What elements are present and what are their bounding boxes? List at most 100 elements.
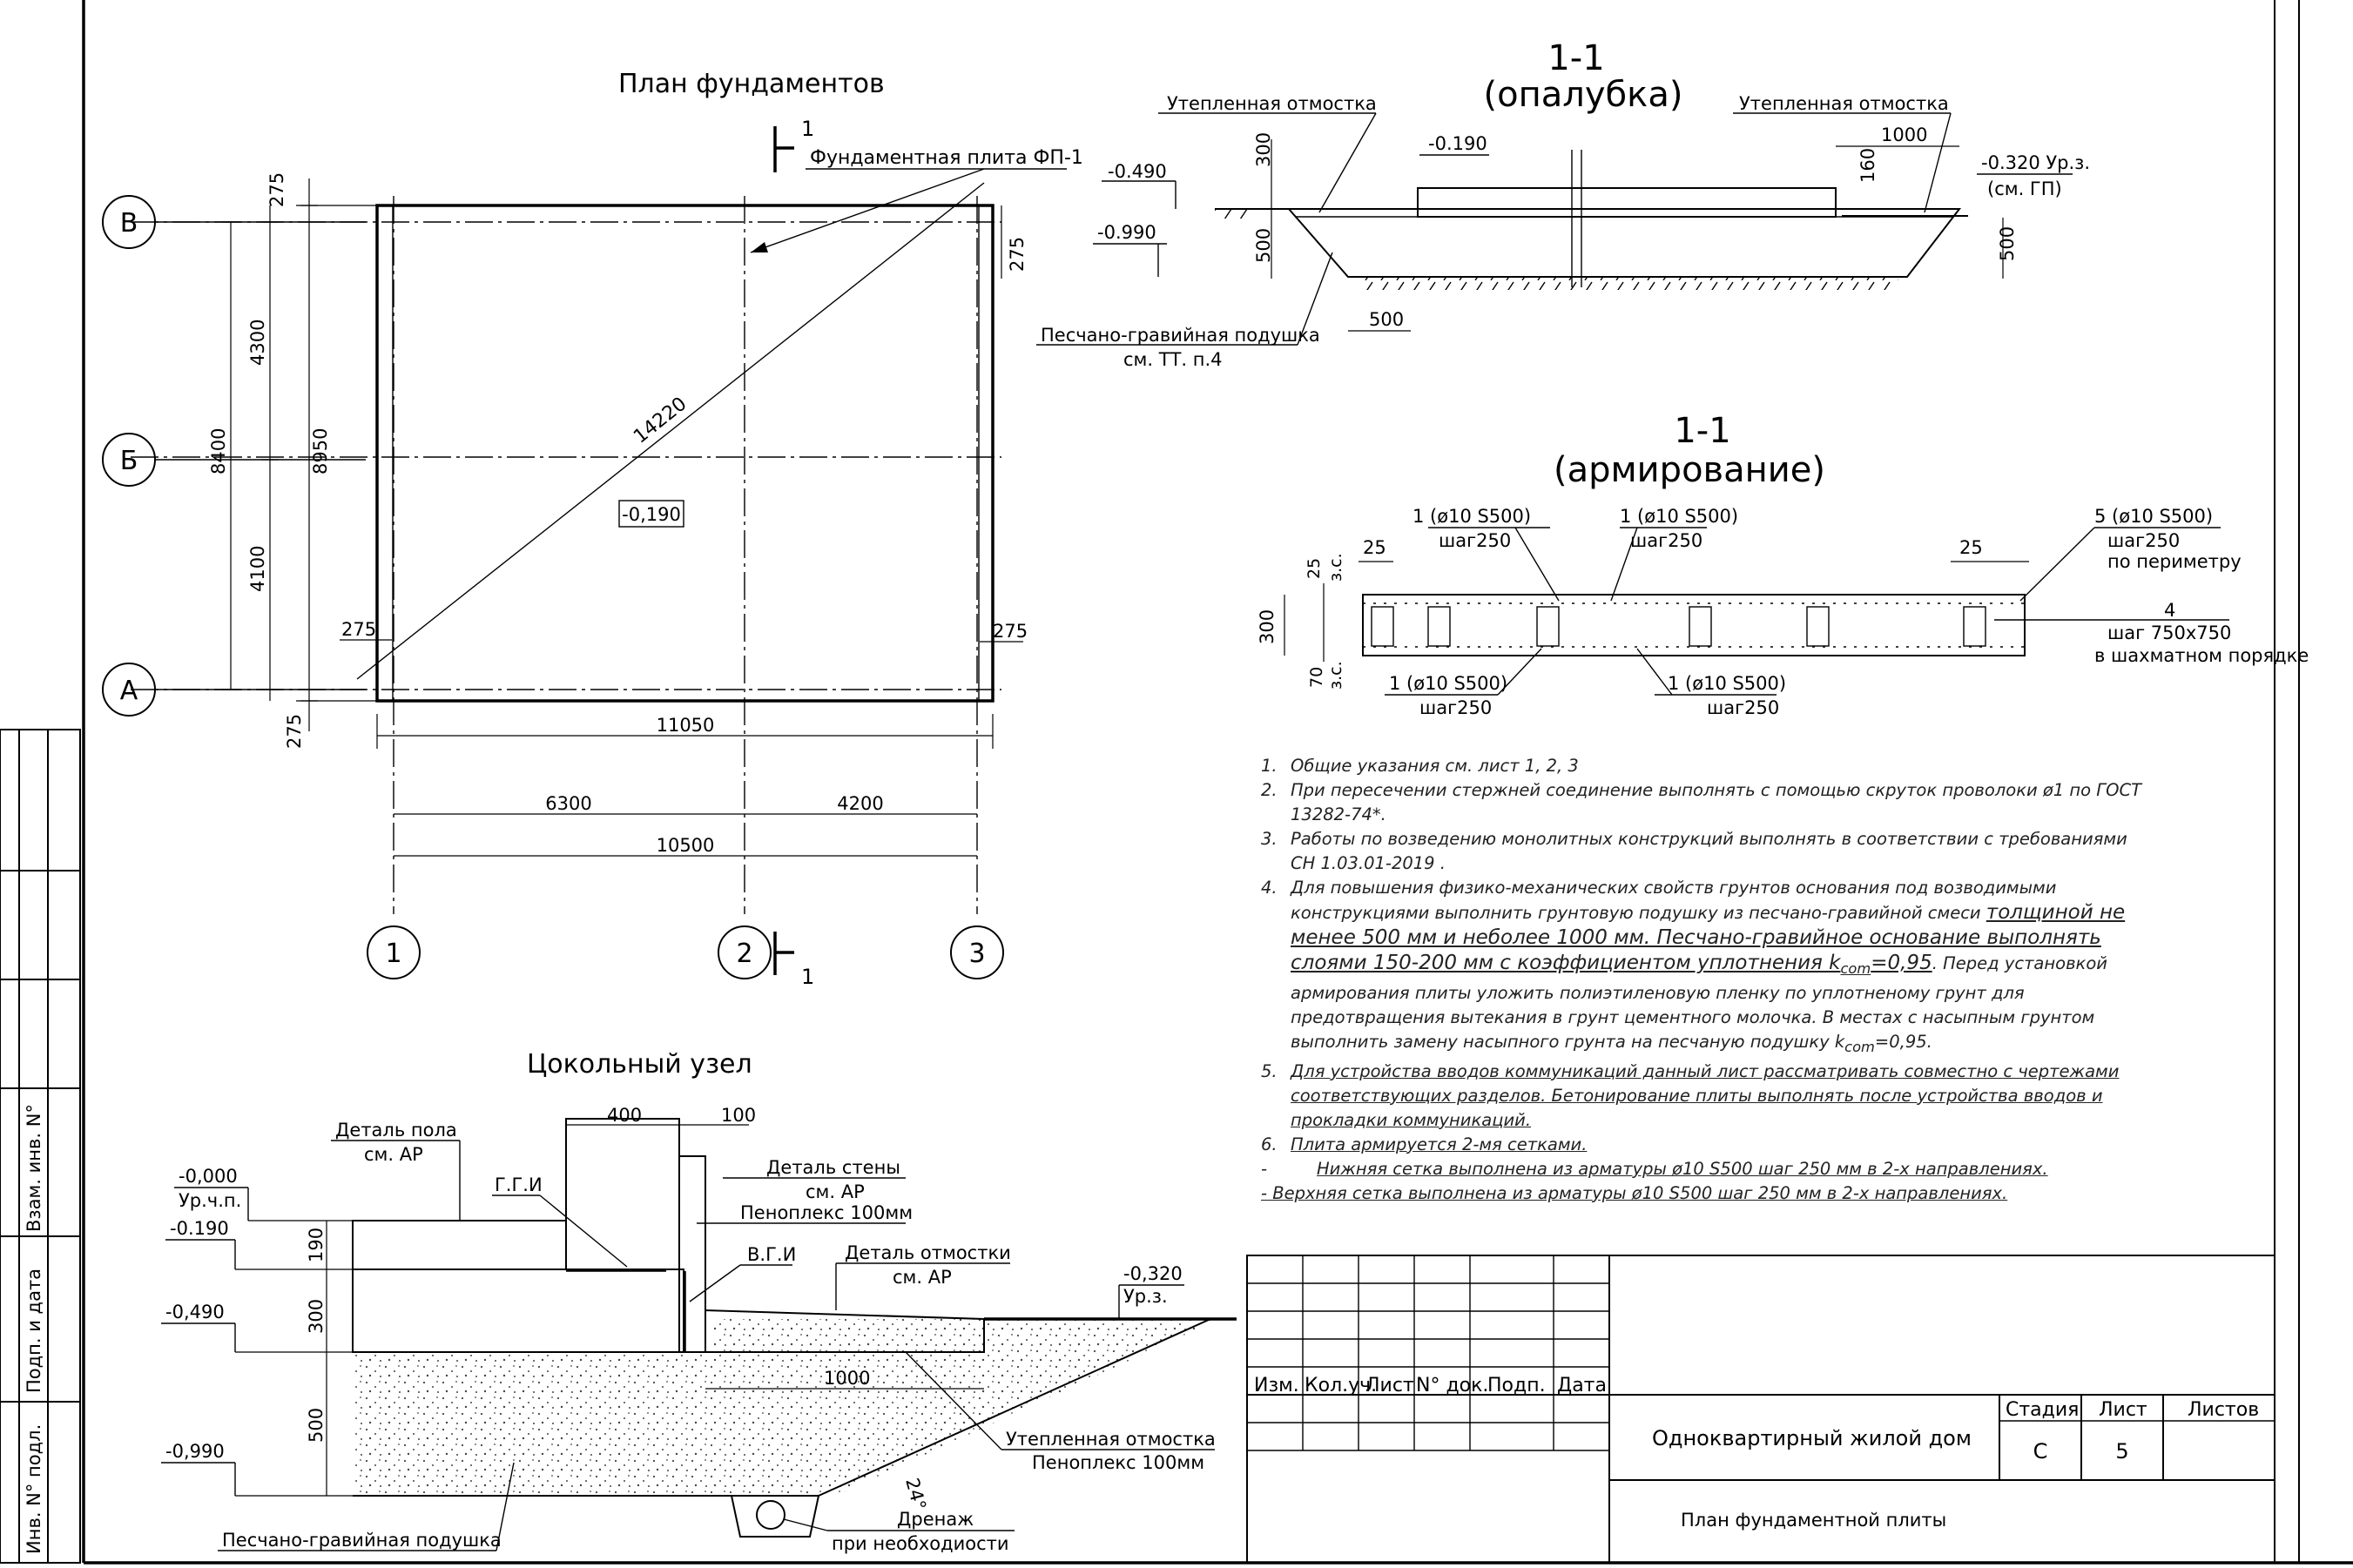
plinth-wall-insulation [678, 1155, 706, 1353]
rebar-f-step: шаг250 [1707, 697, 1779, 718]
note-8: - Верхняя сетка выполнена из арматуры ø1… [1261, 1182, 2008, 1203]
section1-title-sub: (опалубка) [1484, 75, 1683, 115]
drain-label: Дренаж [897, 1509, 974, 1530]
ggi-label: Г.Г.И [495, 1174, 543, 1195]
rebar-f: 1 (ø10 S500) [1668, 673, 1786, 694]
plinth-dim-300: 300 [306, 1299, 327, 1334]
axis-label-2: 2 [736, 939, 752, 969]
plinth-lvl-m0990: -0,990 [165, 1441, 225, 1462]
rebar-a: 1 (ø10 S500) [1412, 506, 1531, 527]
diagonal-value: 14220 [630, 393, 691, 448]
section2-frames [1371, 606, 1986, 647]
plinth-wall [565, 1118, 680, 1270]
plinth-title: Цокольный узел [527, 1049, 752, 1080]
plinth-dim-500: 500 [306, 1408, 327, 1443]
section2-slab [1362, 594, 2026, 656]
stage-header: Стадия [2006, 1399, 2079, 1421]
note-2: 2.При пересечении стержней соединение вы… [1261, 780, 2142, 824]
axis-bubble-1 [367, 925, 421, 979]
plinth-lvl-ur4p: Ур.ч.п. [179, 1190, 241, 1211]
section1-lvl-gp: (см. ГП) [1987, 178, 2062, 199]
section-formwork: 1-1 (опалубка) Утепленная отмостка Утепл… [1036, 38, 2090, 370]
note-4: 4.Для повышения физико-механических свой… [1261, 878, 2126, 1055]
otm-ref: см. АР [893, 1267, 952, 1288]
side-stamp: Взам. инв. N° Подп. и дата Инв. N° подл. [0, 729, 81, 1564]
dim-275-bottom: 275 [284, 714, 305, 749]
insul-otm-mat: Пеноплекс 100мм [1032, 1452, 1204, 1473]
side-inv: Инв. N° подл. [24, 1424, 44, 1554]
insul-otm-label: Утепленная отмостка [1006, 1429, 1216, 1450]
axis-label-v: В [120, 208, 138, 239]
stage-value: С [2033, 1439, 2048, 1464]
section1-insul-left: Утепленная отмостка [1167, 93, 1377, 114]
rebar-d-step: шаг 750х750 [2107, 622, 2231, 643]
plinth-cushion-label: Песчано-гравийная подушка [222, 1530, 502, 1551]
axis-label-1: 1 [385, 939, 401, 969]
section1-title-num: 1-1 [1547, 38, 1604, 78]
col-izm: Изм. [1254, 1375, 1299, 1396]
rebar-e: 1 (ø10 S500) [1389, 673, 1507, 694]
section1-lvl-m0990: -0.990 [1097, 222, 1156, 243]
rebar-a-step: шаг250 [1439, 530, 1511, 551]
listov-header: Листов [2188, 1399, 2259, 1421]
plan-left-dimensions: 8400 4300 4100 8950 275 275 [208, 172, 379, 749]
plinth-lvl-m0190: -0.190 [170, 1218, 229, 1239]
axis-label-3: 3 [968, 939, 985, 969]
plinth-slab [352, 1269, 684, 1353]
rebar-b-step: шаг250 [1630, 530, 1702, 551]
section1-dim-500-left: 500 [1253, 228, 1274, 263]
note-7: -Нижняя сетка выполнена из арматуры ø10 … [1261, 1158, 2048, 1179]
plinth-angle: 24° [901, 1476, 930, 1512]
title-block-frame [1246, 1255, 2275, 1564]
wall-detail: Деталь стены [766, 1157, 900, 1178]
note-5: 5.Для устройства вводов коммуникаций дан… [1261, 1060, 2120, 1130]
plinth-lvl-urz: Ур.з. [1123, 1286, 1168, 1307]
section1-slab [1417, 187, 1837, 218]
slab-label: Фундаментная плита ФП-1 [810, 147, 1083, 169]
section2-dim-25c: 25 [1305, 558, 1324, 579]
section-mark-bottom-label: 1 [801, 965, 814, 989]
dim-10500: 10500 [657, 835, 715, 856]
col-list: Лист [1365, 1375, 1414, 1396]
plinth-otmostka [705, 1309, 985, 1353]
section1-insul-right: Утепленная отмостка [1739, 93, 1949, 114]
plinth-node: Цокольный узел Деталь пола см. АР Деталь… [161, 1049, 1237, 1554]
title-block: Изм. Кол.уч. Лист N° док. Подп. Дата Одн… [1246, 1255, 2275, 1564]
side-vzam: Взам. инв. N° [24, 1104, 44, 1232]
section2-zs-bottom: з.с. [1326, 661, 1345, 690]
section2-title-sub: (армирование) [1554, 450, 1825, 490]
rebar-e-step: шаг250 [1419, 697, 1492, 718]
dim-4100: 4100 [247, 546, 268, 592]
plinth-floor [352, 1220, 567, 1270]
plinth-lvl-0000: -0,000 [179, 1166, 238, 1187]
dim-11050: 11050 [657, 715, 715, 736]
wall-ref: см. АР [806, 1181, 865, 1202]
dim-275-inner-left: 275 [341, 619, 376, 640]
section-reinforcement: 1-1 (армирование) 1 (ø10 S500) шаг250 1 … [1257, 411, 2309, 718]
dim-8950: 8950 [310, 428, 331, 474]
plinth-dim-190: 190 [306, 1228, 327, 1262]
sheet-title: План фундаментной плиты [1681, 1510, 1946, 1531]
rebar-d-num: 4 [2164, 600, 2175, 621]
rebar-c: 5 (ø10 S500) [2094, 506, 2213, 527]
otm-detail: Деталь отмостки [845, 1242, 1011, 1263]
dim-4200: 4200 [837, 793, 883, 814]
note-6: 6.Плита армируется 2-мя сетками. [1261, 1134, 1588, 1154]
section1-cushion-label: Песчано-гравийная подушка [1041, 325, 1320, 346]
plan-bottom-dimensions: 11050 6300 4200 10500 [376, 714, 994, 857]
col-ndoc: N° док. [1416, 1375, 1488, 1396]
col-podp: Подп. [1487, 1375, 1546, 1396]
dim-275-inner-right: 275 [993, 621, 1028, 642]
penoplex-label: Пеноплекс 100мм [740, 1202, 913, 1223]
axis-label-a: А [120, 676, 138, 706]
plinth-lvl-m0320: -0,320 [1123, 1263, 1183, 1284]
project-name: Одноквартирный жилой дом [1652, 1426, 1972, 1450]
axis-bubble-2 [718, 925, 772, 979]
section2-dim-70: 70 [1307, 667, 1326, 688]
section2-dim-300: 300 [1257, 609, 1278, 644]
section1-dim-500-right: 500 [1997, 226, 2018, 261]
drain-pipe [756, 1500, 785, 1530]
slab-outline [375, 204, 994, 703]
dim-6300: 6300 [545, 793, 591, 814]
section2-dim-25b: 25 [1959, 537, 1983, 558]
